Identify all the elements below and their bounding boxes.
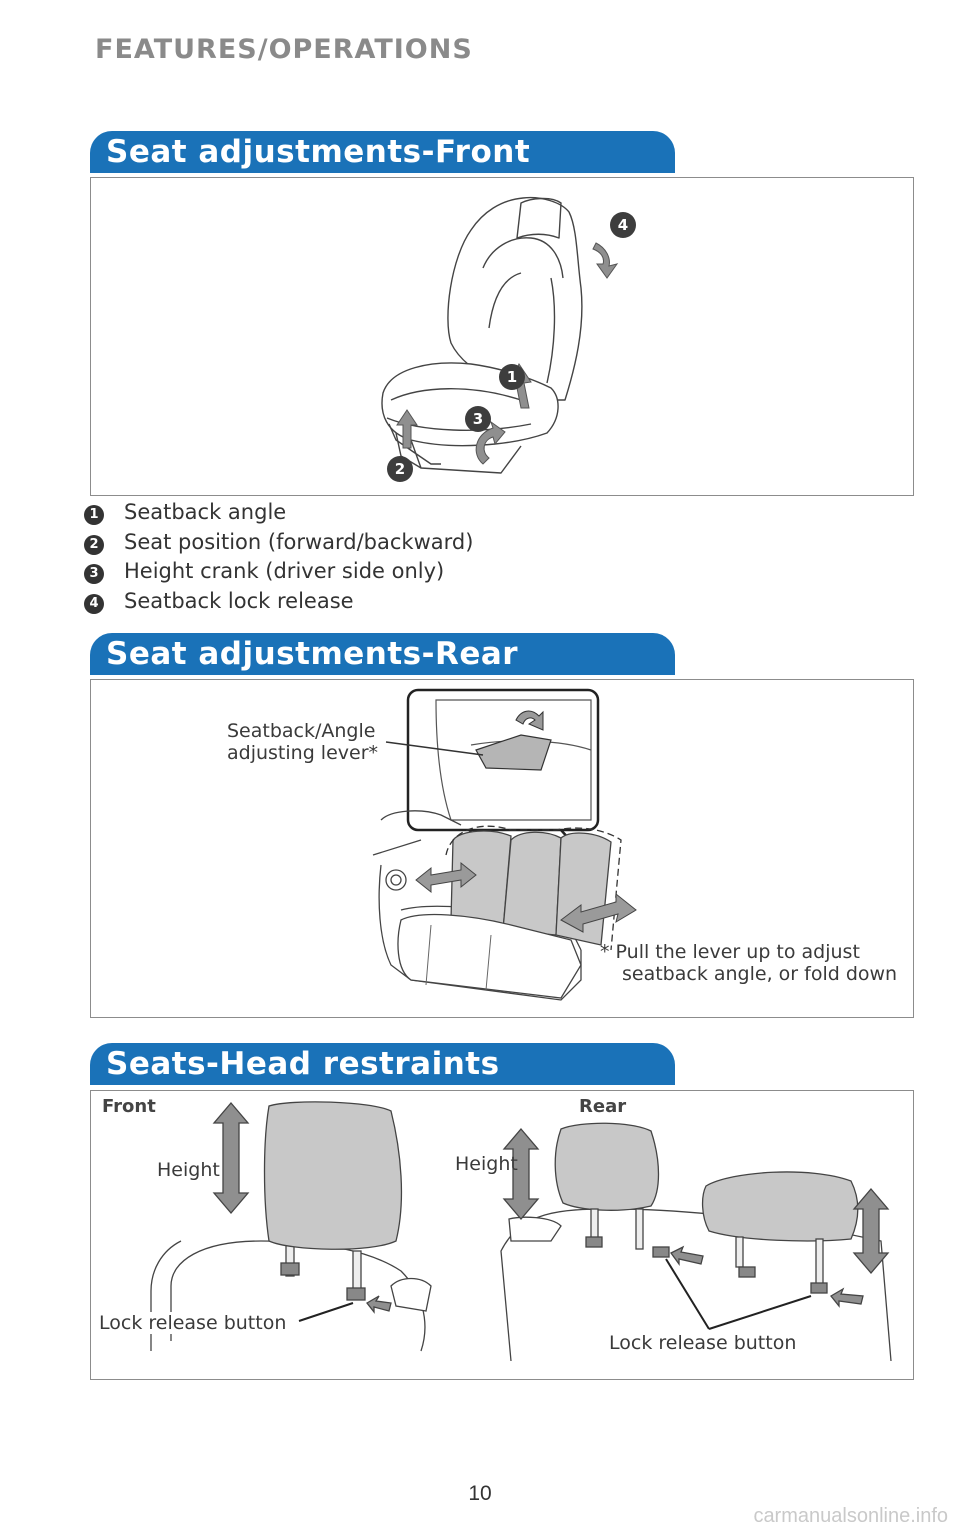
rear-lock-label: Lock release button — [609, 1332, 797, 1354]
front-subhead: Front — [102, 1096, 156, 1117]
rear-seat-illustration — [372, 688, 637, 1001]
rear-footnote-line1: * Pull the lever up to adjust — [600, 941, 860, 963]
callout-badge-1: 1 — [499, 364, 525, 390]
watermark: carmanualsonline.info — [753, 1505, 948, 1527]
rear-footnote: * Pull the lever up to adjust seatback a… — [600, 941, 897, 985]
callout-badge-4: 4 — [610, 212, 636, 238]
callout-badge-2: 2 — [387, 456, 413, 482]
lever-label: Seatback/Angle adjusting lever* — [227, 720, 378, 764]
legend-text: Height crank (driver side only) — [124, 559, 445, 583]
legend-text: Seatback angle — [124, 500, 287, 524]
callout-badge-3: 3 — [465, 406, 491, 432]
front-height-label: Height — [157, 1159, 220, 1181]
rear-height-label: Height — [455, 1153, 518, 1175]
section-title-head-text: Seats-Head restraints — [106, 1046, 500, 1082]
rear-subhead: Rear — [579, 1096, 627, 1117]
legend-number: 4 — [84, 593, 104, 614]
front-seat-illustration — [381, 196, 619, 474]
head-restraint-illustration — [150, 1101, 892, 1362]
section-title-front-text: Seat adjustments-Front — [106, 134, 531, 170]
legend-text: Seat position (forward/backward) — [124, 529, 474, 554]
section-title-rear-text: Seat adjustments-Rear — [106, 636, 519, 672]
legend-number: 2 — [84, 534, 104, 555]
front-lock-label: Lock release button — [99, 1312, 287, 1334]
section-title-front: Seat adjustments-Front — [90, 131, 675, 173]
lever-label-line2: adjusting lever* — [227, 742, 379, 764]
section-title-rear: Seat adjustments-Rear — [90, 633, 675, 675]
lever-label-line1: Seatback/Angle — [227, 720, 376, 742]
rear-seat-illustration-frame: Seatback/Angle adjusting lever* * Pull t… — [90, 679, 914, 1018]
page-header: FEATURES/OPERATIONS — [95, 34, 473, 65]
rear-footnote-line2: seatback angle, or fold down — [622, 963, 898, 985]
page-number: 10 — [468, 1482, 492, 1505]
head-restraint-frame: Front Rear Height Height Lock release bu… — [90, 1090, 914, 1380]
legend-number: 1 — [84, 505, 104, 525]
legend-number: 3 — [84, 564, 104, 584]
section-title-head: Seats-Head restraints — [90, 1043, 675, 1085]
legend-text: Seatback lock release — [124, 588, 354, 613]
front-seat-illustration-frame: 4 1 3 2 — [90, 177, 914, 496]
